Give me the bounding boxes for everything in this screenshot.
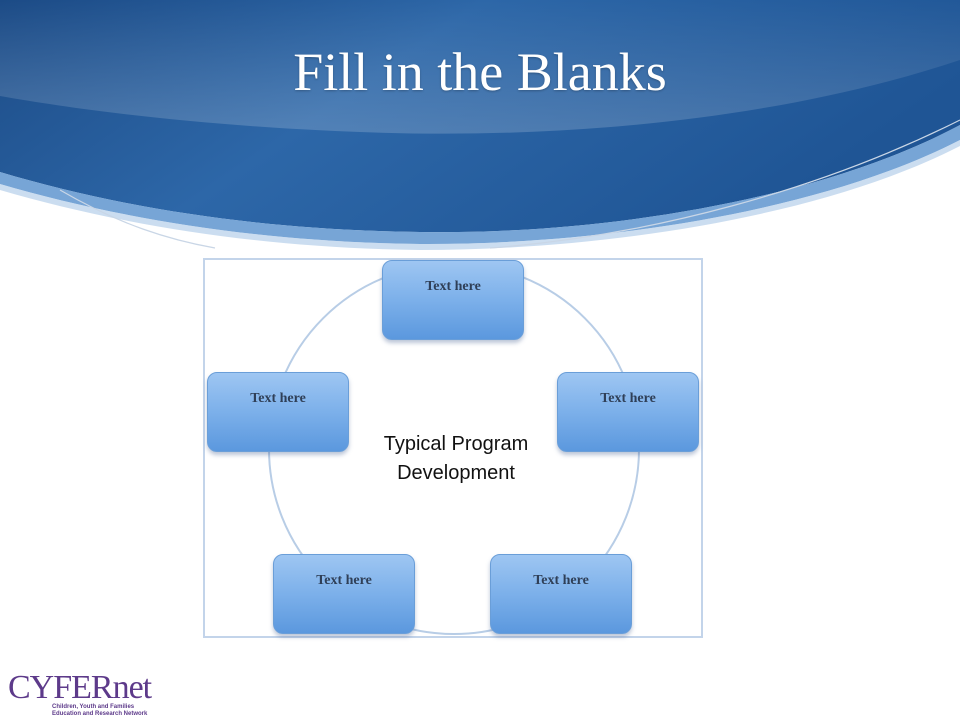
cycle-node-label: Text here — [250, 391, 306, 406]
center-label-line2: Development — [397, 462, 515, 484]
cycle-node-label: Text here — [600, 391, 656, 406]
cycle-node-top[interactable]: Text here — [382, 260, 524, 340]
header-background — [0, 0, 960, 250]
diagram-center-label: Typical Program Development — [345, 430, 567, 488]
logo-wordmark: CYFERnet — [8, 669, 152, 706]
cycle-node-bottom-left[interactable]: Text here — [273, 554, 415, 634]
cycle-node-left[interactable]: Text here — [207, 372, 349, 452]
center-label-line1: Typical Program — [383, 433, 529, 455]
logo-tagline-2: Education and Research Network — [52, 711, 148, 717]
cycle-node-label: Text here — [316, 573, 372, 588]
cycle-node-right[interactable]: Text here — [557, 372, 699, 452]
cycle-node-bottom-right[interactable]: Text here — [490, 554, 632, 634]
logo-tagline-1: Children, Youth and Families — [52, 704, 135, 710]
cycle-node-label: Text here — [425, 279, 481, 294]
slide-title: Fill in the Blanks — [293, 42, 667, 102]
cycle-node-label: Text here — [533, 573, 589, 588]
cyfernet-logo: CYFERnet Children, Youth and Families Ed… — [8, 670, 168, 718]
